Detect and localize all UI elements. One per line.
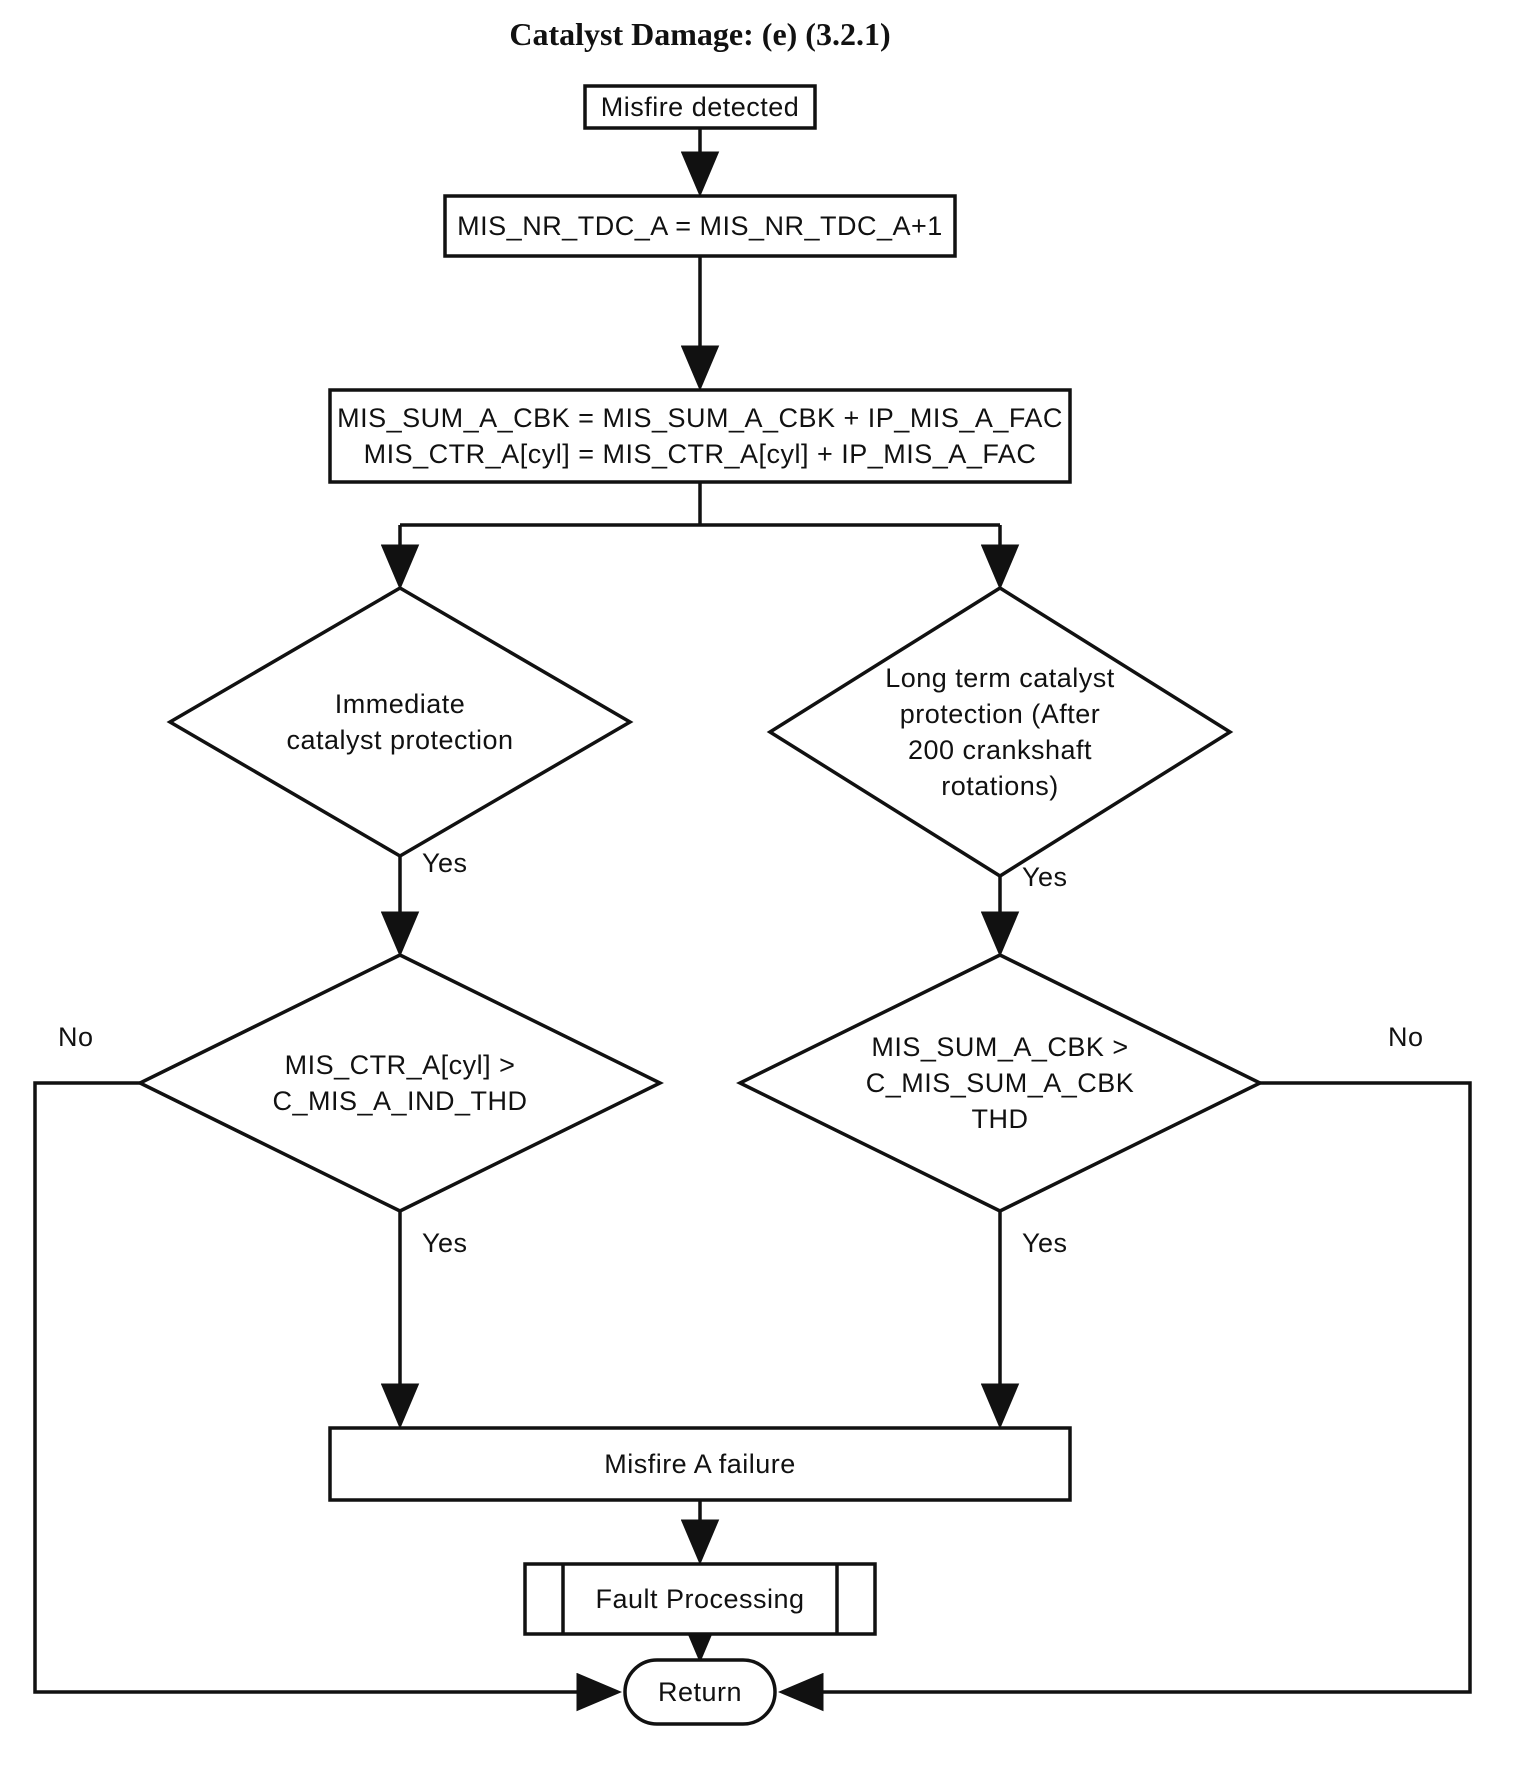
return-terminal-shape [623, 1658, 777, 1726]
accumulate-box-shape [328, 388, 1072, 484]
failure-box-shape [328, 1426, 1072, 1502]
start-box-shape [583, 84, 817, 130]
accumulate-line-2: MIS_CTR_A[cyl] = MIS_CTR_A[cyl] + IP_MIS… [363, 439, 1037, 469]
ctr-check-diamond-shape [136, 953, 664, 1213]
start-box-label: Misfire detected [600, 92, 800, 122]
ctr-check-label: MIS_CTR_A[cyl] > C_MIS_A_IND_THD [272, 1050, 528, 1116]
longterm-check-label: Long term catalyst protection (After 200… [885, 663, 1115, 801]
edge-split [400, 482, 1000, 527]
sum-check-diamond-shape [736, 953, 1264, 1213]
return-terminal-label: Return [657, 1677, 743, 1707]
edge-label-longterm-yes: Yes [1022, 862, 1068, 892]
edge-label-ctr-no: No [58, 1022, 94, 1052]
increment-box-shape [443, 194, 957, 258]
sum-check-label: MIS_SUM_A_CBK > C_MIS_SUM_A_CBK THD [865, 1032, 1135, 1134]
edge-label-sum-no: No [1388, 1022, 1424, 1052]
edge-label-ctr-yes: Yes [422, 1228, 468, 1258]
immediate-check-diamond-shape [166, 585, 634, 859]
edge-ctr-no-loop [33, 1081, 622, 1712]
edge-label-immediate-yes: Yes [422, 848, 468, 878]
longterm-check-diamond-shape [766, 585, 1234, 879]
accumulate-line-1: MIS_SUM_A_CBK = MIS_SUM_A_CBK + IP_MIS_A… [337, 403, 1063, 433]
accumulate-box-label: MIS_SUM_A_CBK = MIS_SUM_A_CBK + IP_MIS_A… [330, 390, 1070, 482]
immediate-check-label: Immediate catalyst protection [286, 689, 514, 755]
edge-label-sum-yes: Yes [1022, 1228, 1068, 1258]
failure-box-label: Misfire A failure [604, 1449, 796, 1479]
fault-processing-box-shape [523, 1562, 877, 1636]
edge-sum-no-loop [778, 1081, 1472, 1712]
increment-box-label: MIS_NR_TDC_A = MIS_NR_TDC_A+1 [457, 211, 943, 241]
diagram-title: Catalyst Damage: (e) (3.2.1) [509, 16, 891, 52]
fault-processing-label: Fault Processing [595, 1584, 805, 1614]
